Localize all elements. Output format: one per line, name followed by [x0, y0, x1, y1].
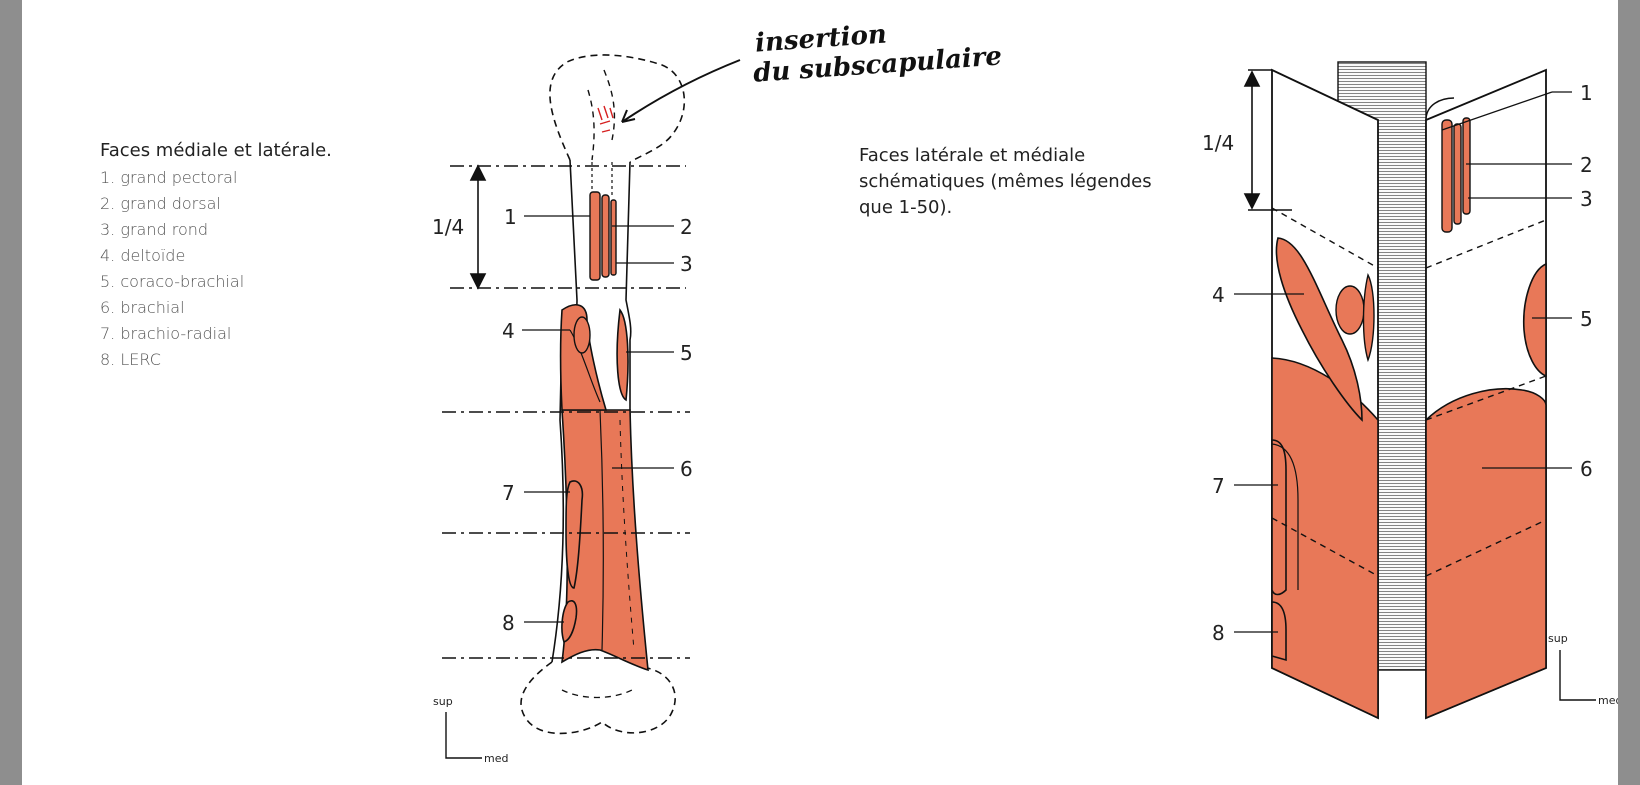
label-6: 6	[680, 457, 693, 481]
legend-item: 7. brachio-radial	[100, 324, 232, 343]
quarter-dimension-arrow	[469, 164, 487, 290]
label-1: 1	[504, 205, 517, 229]
muscle-1-2-3-insertions	[589, 162, 617, 281]
right-quarter-dimension-arrow	[1243, 69, 1292, 211]
right-label-8: 8	[1212, 621, 1225, 645]
muscle-8-lerc	[561, 600, 578, 644]
muscle-5-coracobrachialis	[616, 308, 629, 402]
label-5: 5	[680, 341, 693, 365]
label-2: 2	[680, 215, 693, 239]
anatomy-figure: 1/4 1 2 3 4 5 6 7 8 s	[432, 54, 1618, 765]
legend-item: 4. deltoïde	[100, 246, 186, 265]
right-label-7: 7	[1212, 474, 1225, 498]
humeral-head-outline	[549, 54, 686, 163]
orientation-sup: sup	[433, 695, 453, 708]
label-4: 4	[502, 319, 515, 343]
distal-epiphysis-outline	[520, 661, 676, 735]
document-page: Faces médiale et latérale. 1. grand pect…	[22, 0, 1618, 785]
legend: Faces médiale et latérale. 1. grand pect…	[100, 140, 332, 373]
right-orientation-sup: sup	[1548, 632, 1568, 645]
label-3: 3	[680, 252, 693, 276]
right-muscle-5-coracobrachialis	[1522, 262, 1547, 378]
right-schematic-diagram: 1/4 1 2 3 4 5 6 7 8	[1202, 61, 1618, 720]
legend-title: Faces médiale et latérale.	[100, 140, 332, 161]
right-label-6: 6	[1580, 457, 1593, 481]
orientation-med: med	[484, 752, 508, 765]
right-label-2: 2	[1580, 153, 1593, 177]
right-muscle-6-right	[1425, 387, 1547, 720]
legend-item: 3. grand rond	[100, 220, 209, 239]
right-fraction-label: 1/4	[1202, 131, 1234, 155]
legend-item: 8. LERC	[100, 350, 161, 369]
legend-item: 1. grand pectoral	[100, 168, 238, 187]
right-label-5: 5	[1580, 307, 1593, 331]
right-label-1: 1	[1580, 81, 1593, 105]
muscle-7-brachioradialis	[565, 480, 584, 589]
right-muscle-8-lerc	[1271, 601, 1287, 662]
orientation-indicator	[445, 712, 482, 759]
right-orientation-indicator	[1559, 650, 1596, 701]
right-figure-caption: Faces latérale et médiale schématiques (…	[859, 145, 1152, 218]
right-label-3: 3	[1580, 187, 1593, 211]
label-7: 7	[502, 481, 515, 505]
fraction-label: 1/4	[432, 215, 464, 239]
legend-item: 6. brachial	[100, 298, 185, 317]
right-label-4: 4	[1212, 283, 1225, 307]
right-orientation-med: med	[1598, 694, 1618, 707]
right-muscle-1-2-3-insertions	[1425, 97, 1471, 233]
right-muscle-7-brachioradialis	[1271, 439, 1287, 596]
label-8: 8	[502, 611, 515, 635]
level-lines	[442, 165, 690, 659]
right-muscle-4-deltoid	[1275, 237, 1363, 422]
insertion-marking	[597, 105, 614, 133]
legend-item: 2. grand dorsal	[100, 194, 221, 213]
left-humerus-diagram: 1/4 1 2 3 4 5 6 7 8 s	[432, 54, 741, 765]
annotation-arrow	[621, 59, 741, 123]
legend-item: 5. coraco-brachial	[100, 272, 245, 291]
